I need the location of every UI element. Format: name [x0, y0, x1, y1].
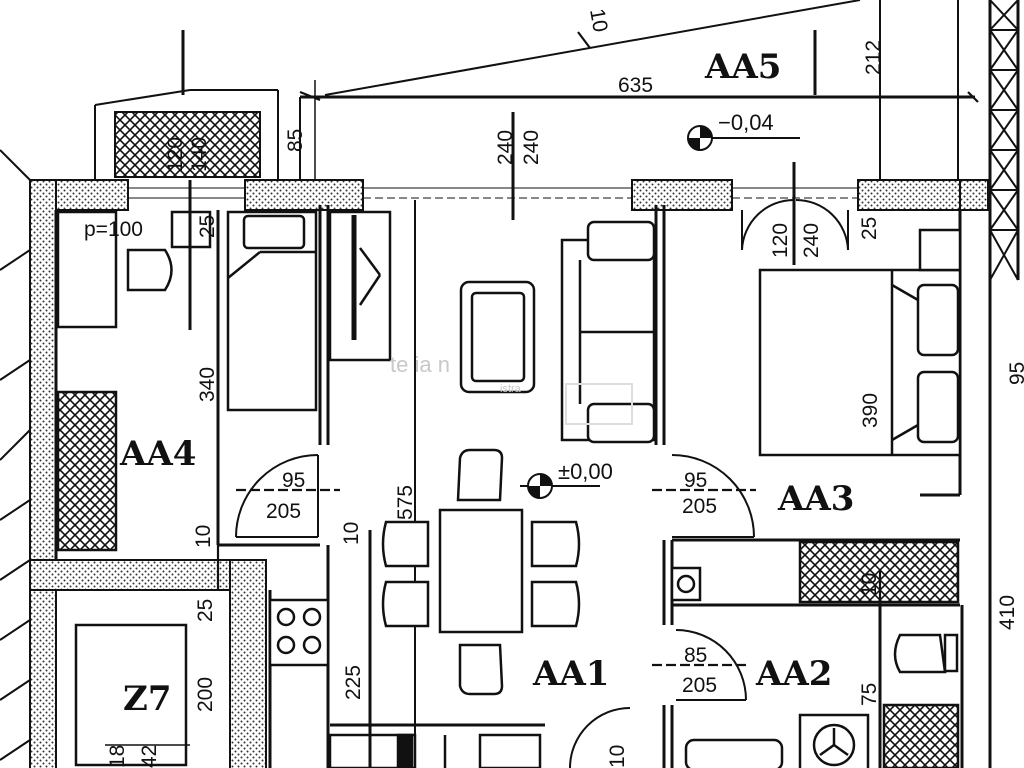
dim-10-left: 10 — [192, 525, 215, 548]
shower-aa2 — [882, 703, 960, 768]
coffee-table-inner — [470, 291, 526, 383]
room-label-z7: Z7 — [123, 679, 171, 719]
chair — [381, 580, 430, 628]
dining-table — [438, 508, 524, 634]
shower-tray — [56, 210, 118, 329]
nightstand — [918, 228, 962, 272]
chair — [456, 448, 504, 502]
dim-25-z7: 25 — [194, 599, 217, 622]
dim-205-right: 205 — [682, 495, 717, 518]
dim-95-edge: 95 — [1006, 362, 1024, 385]
room-label-aa4: AA4 — [119, 434, 196, 474]
washbasin — [684, 738, 784, 768]
level-marker-terrace — [687, 125, 713, 151]
dim-120: 120 — [164, 137, 187, 172]
dim-25-wc: 25 — [196, 215, 219, 238]
room-label-aa2: AA2 — [755, 654, 832, 694]
terrace-lines — [94, 0, 1020, 768]
room-labels: AA5 AA4 AA3 AA1 AA2 Z7 — [119, 47, 854, 719]
dim-95-right: 95 — [684, 469, 707, 492]
watermark-logo — [565, 383, 633, 425]
room-label-aa3: AA3 — [777, 479, 854, 519]
dim-10-right: 10 — [858, 573, 881, 596]
dim-575: 575 — [394, 485, 417, 520]
chair — [530, 580, 581, 628]
dim-240-a: 240 — [494, 130, 517, 165]
dim-75: 75 — [858, 683, 881, 706]
room-label-aa5: AA5 — [704, 47, 781, 87]
dim-390: 390 — [859, 393, 882, 428]
dim-10-top: 10 — [585, 7, 612, 34]
dimension-lines — [188, 31, 979, 768]
windows — [128, 187, 858, 199]
level-marker-floor — [527, 473, 553, 499]
dim-205-left: 205 — [266, 500, 301, 523]
watermark-brand: te ia n — [390, 352, 450, 377]
right-stair-hatch — [989, 0, 1019, 281]
dim-42: 42 — [138, 745, 161, 768]
chair — [381, 520, 430, 568]
dim-205-bath: 205 — [682, 674, 717, 697]
level-label-terrace: −0,04 — [718, 110, 774, 135]
dim-p100: p=100 — [84, 218, 143, 241]
watermark-sub: istra — [500, 383, 522, 395]
dim-410: 410 — [996, 595, 1019, 630]
single-bed-pillow — [242, 214, 306, 250]
storage-cross — [56, 390, 118, 552]
dim-140: 140 — [188, 137, 211, 172]
dim-240-door: 240 — [800, 223, 823, 258]
dim-10-bottom: 10 — [606, 745, 629, 768]
dim-10-mid: 10 — [340, 522, 363, 545]
chair — [458, 643, 504, 696]
room-label-aa1: AA1 — [532, 654, 609, 694]
furniture — [56, 210, 962, 768]
dimension-labels: 635 p=100 95 205 95 205 85 205 212 10 85… — [84, 7, 1024, 768]
walls — [29, 179, 989, 768]
dim-95-left: 95 — [282, 469, 305, 492]
dim-120-door: 120 — [769, 223, 792, 258]
dim-635: 635 — [618, 74, 653, 97]
left-stair-lines — [0, 149, 31, 761]
dim-85-bath: 85 — [684, 644, 707, 667]
chair — [530, 520, 581, 568]
planter-box — [114, 111, 261, 178]
dim-212: 212 — [862, 40, 885, 75]
kitchen-hob — [268, 598, 330, 667]
toilet-bowl — [126, 248, 173, 292]
toilet-aa2 — [893, 633, 947, 674]
door-swings — [235, 199, 849, 768]
dim-225: 225 — [342, 665, 365, 700]
z7-tub — [74, 623, 188, 767]
wardrobe-aa4 — [328, 210, 392, 362]
dim-85-top: 85 — [284, 129, 307, 152]
dim-200: 200 — [194, 677, 217, 712]
dim-18: 18 — [106, 745, 129, 768]
level-label-floor: ±0,00 — [558, 459, 613, 484]
dim-340: 340 — [196, 367, 219, 402]
dim-25-right: 25 — [858, 217, 881, 240]
dim-240-b: 240 — [520, 130, 543, 165]
interior-walls — [54, 200, 964, 768]
